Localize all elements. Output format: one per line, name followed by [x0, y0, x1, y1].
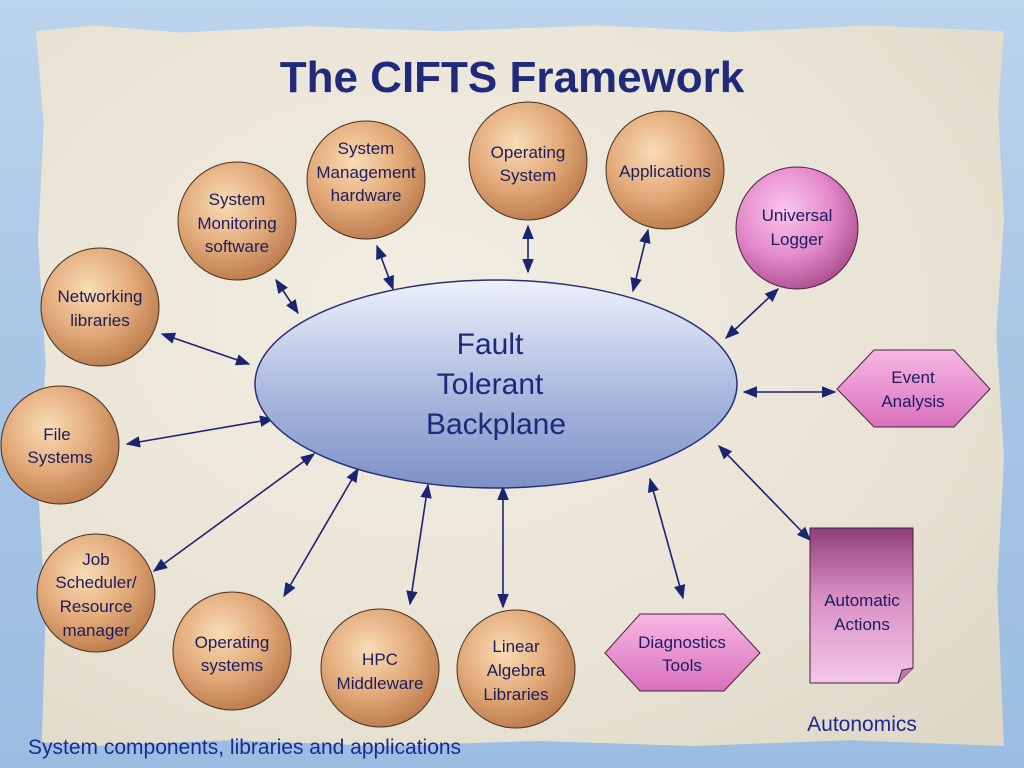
- node-file-systems: File Systems: [0, 385, 120, 505]
- svg-text:System: System: [500, 166, 557, 185]
- node-system-management-hardware: System Management hardware: [306, 120, 426, 240]
- svg-text:software: software: [205, 237, 269, 256]
- node-event-analysis: Event Analysis: [836, 349, 991, 428]
- arrow-diagnostics: [647, 477, 686, 600]
- svg-text:Scheduler/: Scheduler/: [55, 573, 137, 592]
- svg-text:manager: manager: [62, 621, 129, 640]
- svg-text:Operating: Operating: [491, 143, 566, 162]
- svg-text:Resource: Resource: [60, 597, 133, 616]
- fault-tolerant-backplane: Fault Tolerant Backplane: [254, 279, 738, 489]
- svg-text:Systems: Systems: [27, 448, 92, 467]
- components-caption: System components, libraries and applica…: [28, 736, 461, 759]
- svg-text:Monitoring: Monitoring: [197, 214, 276, 233]
- autonomics-caption: Autonomics: [807, 713, 917, 736]
- arrow-networking: [160, 332, 251, 366]
- node-system-monitoring-software: System Monitoring software: [177, 161, 297, 281]
- arrow-hpc-middleware: [406, 483, 432, 606]
- arrow-job-scheduler: [152, 453, 316, 572]
- arrow-applications: [630, 228, 651, 293]
- node-automatic-actions: Automatic Actions: [809, 527, 914, 684]
- node-universal-logger: Universal Logger: [735, 166, 859, 290]
- node-job-scheduler: Job Scheduler/ Resource manager: [36, 533, 156, 653]
- backplane-line-1: Fault: [457, 328, 524, 361]
- svg-text:Tools: Tools: [662, 656, 702, 675]
- arrow-operating-systems: [283, 467, 359, 598]
- backplane-line-2: Tolerant: [437, 368, 544, 401]
- svg-text:hardware: hardware: [331, 186, 402, 205]
- svg-text:Analysis: Analysis: [881, 392, 944, 411]
- node-operating-system: Operating System: [468, 101, 588, 221]
- svg-text:Operating: Operating: [195, 633, 270, 652]
- arrow-system-monitoring: [275, 278, 299, 315]
- svg-text:File: File: [43, 425, 70, 444]
- node-networking-libraries: Networking libraries: [40, 247, 160, 367]
- svg-text:Middleware: Middleware: [337, 674, 424, 693]
- svg-text:Job: Job: [82, 550, 109, 569]
- svg-text:Actions: Actions: [834, 615, 890, 634]
- svg-text:systems: systems: [201, 656, 263, 675]
- svg-text:HPC: HPC: [362, 650, 398, 669]
- node-diagnostics-tools: Diagnostics Tools: [604, 613, 761, 692]
- svg-text:Universal: Universal: [762, 206, 833, 225]
- node-applications: Applications: [605, 110, 725, 230]
- svg-text:Management: Management: [316, 163, 416, 182]
- arrow-system-management: [376, 244, 394, 291]
- svg-text:Automatic: Automatic: [824, 591, 900, 610]
- svg-text:Logger: Logger: [771, 230, 824, 249]
- svg-text:Event: Event: [891, 368, 935, 387]
- node-operating-systems: Operating systems: [172, 591, 292, 711]
- connector-arrows: [125, 224, 837, 609]
- svg-text:Applications: Applications: [619, 162, 711, 181]
- svg-text:Networking: Networking: [57, 287, 142, 306]
- backplane-line-3: Backplane: [426, 408, 566, 441]
- arrow-file-systems: [125, 415, 275, 448]
- page-title: The CIFTS Framework: [280, 53, 745, 102]
- svg-text:System: System: [338, 139, 395, 158]
- svg-text:Algebra: Algebra: [487, 661, 546, 680]
- arrow-universal-logger: [724, 288, 780, 339]
- node-hpc-middleware: HPC Middleware: [320, 608, 440, 728]
- arrow-automatic-actions: [717, 444, 812, 542]
- svg-text:Linear: Linear: [492, 637, 540, 656]
- svg-text:Libraries: Libraries: [483, 685, 548, 704]
- svg-text:Diagnostics: Diagnostics: [638, 633, 726, 652]
- node-linear-algebra-libraries: Linear Algebra Libraries: [456, 609, 576, 729]
- svg-text:System: System: [209, 190, 266, 209]
- svg-text:libraries: libraries: [70, 311, 130, 330]
